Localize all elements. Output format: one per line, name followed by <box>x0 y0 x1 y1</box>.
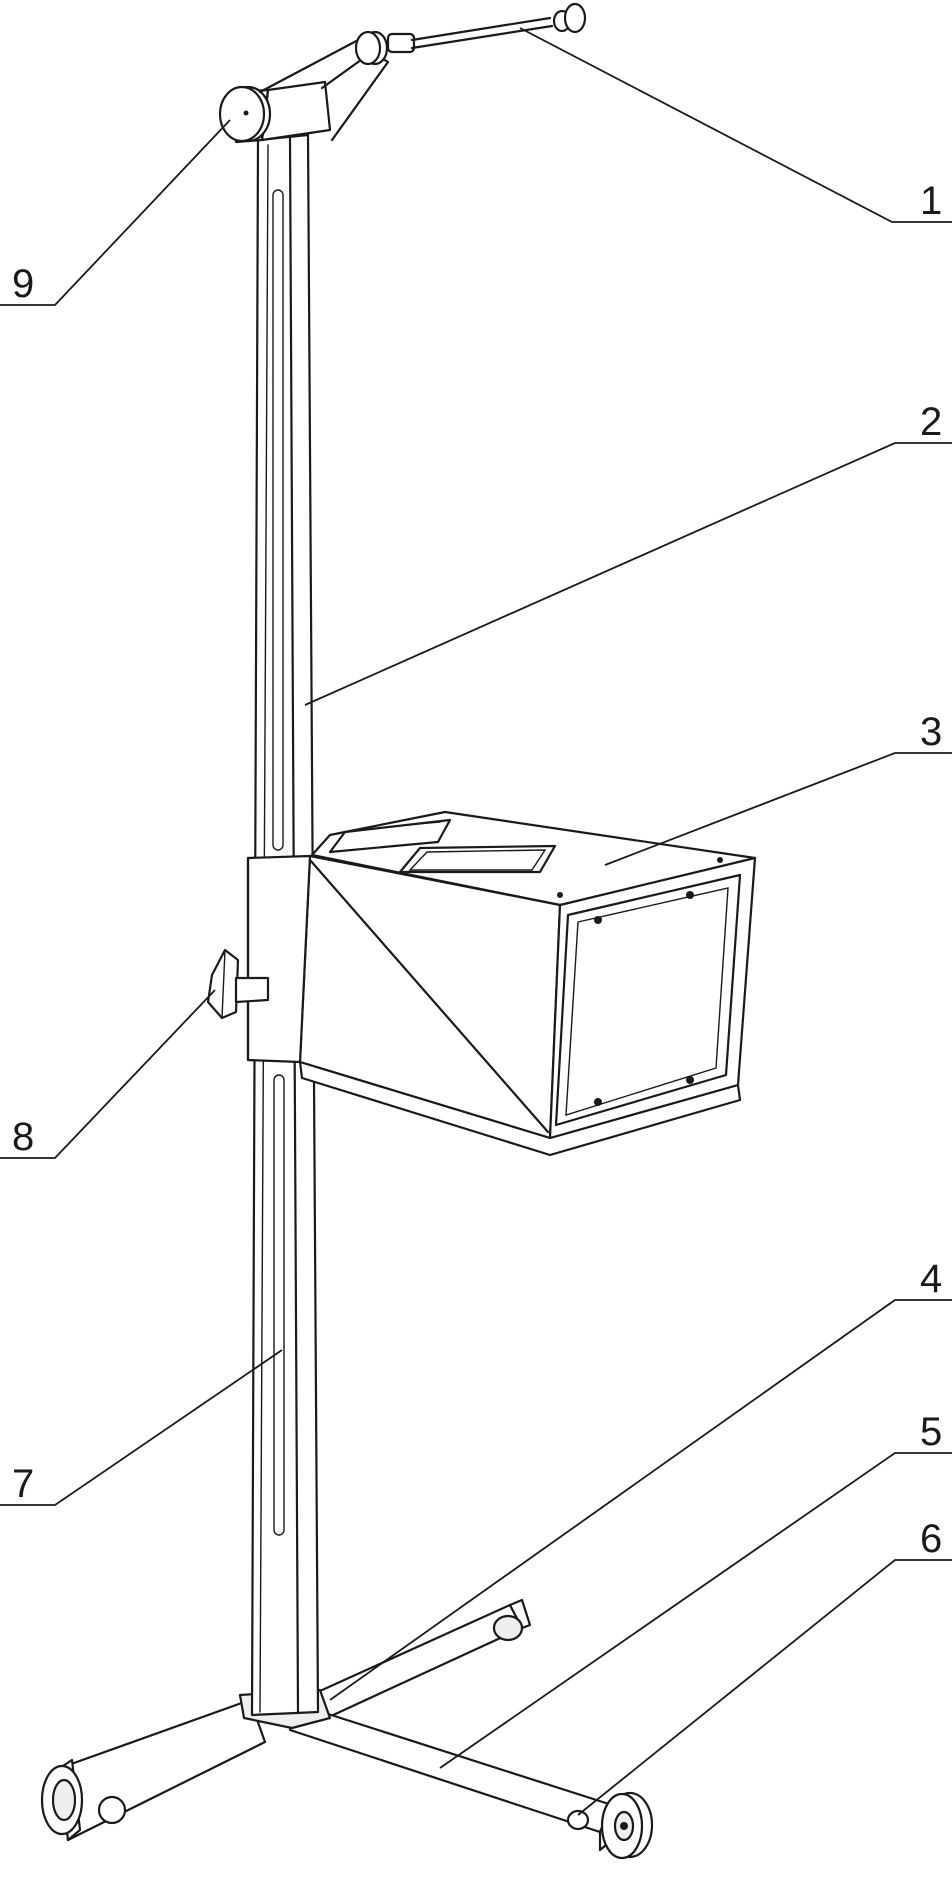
callout-6: 6 <box>920 1517 942 1561</box>
clamp-handle <box>206 948 270 1020</box>
wheel-left <box>40 1764 127 1836</box>
base-frame <box>58 1598 614 1852</box>
callout-7: 7 <box>12 1462 34 1506</box>
callout-9: 9 <box>12 262 34 306</box>
callout-5: 5 <box>920 1410 942 1454</box>
callout-8: 8 <box>12 1115 34 1159</box>
callout-2: 2 <box>920 400 942 444</box>
castor-wheel <box>566 1791 654 1860</box>
slider-carriage <box>246 854 312 1064</box>
sight-bracket <box>258 30 416 142</box>
callout-1: 1 <box>920 179 942 223</box>
callout-3: 3 <box>920 710 942 754</box>
optical-box <box>298 810 757 1157</box>
callout-labels: 1 2 3 4 5 6 7 8 9 <box>12 179 942 1561</box>
adjusting-knob <box>218 85 272 143</box>
sighting-rod <box>410 2 587 50</box>
callout-4: 4 <box>920 1257 942 1301</box>
leader-lines <box>0 27 952 1816</box>
